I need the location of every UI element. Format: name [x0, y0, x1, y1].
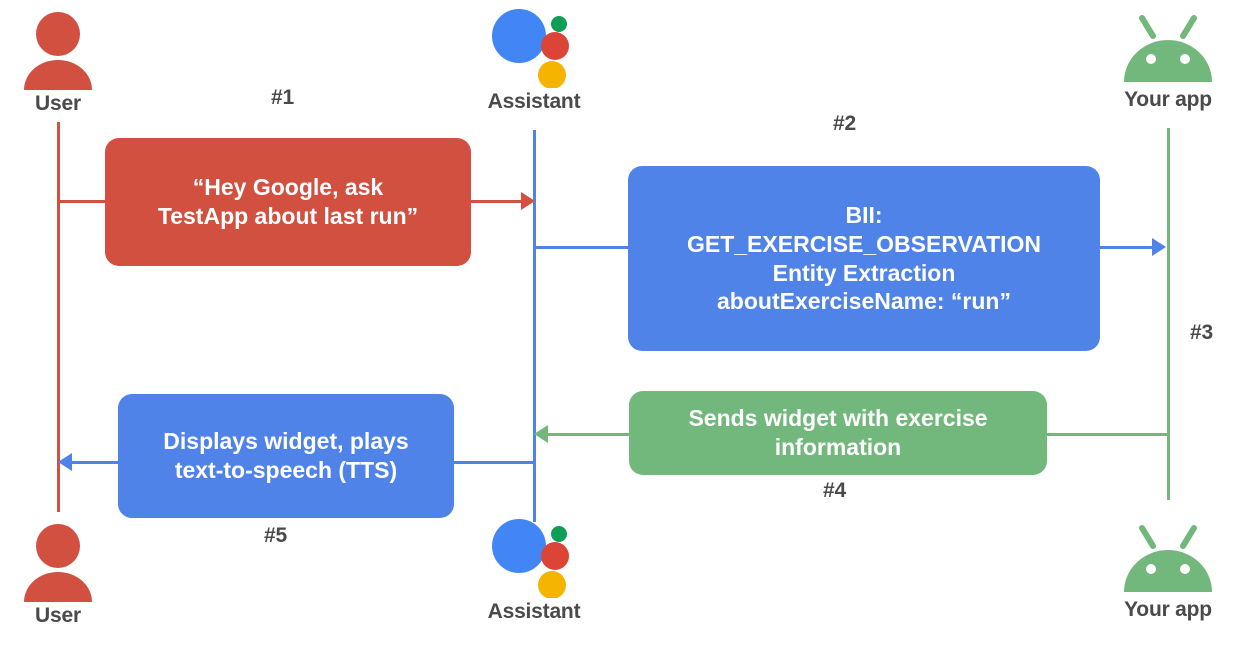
actor-app-bottom: Your app: [1088, 522, 1244, 620]
message-box-2-line-1: BII:: [845, 201, 883, 228]
actor-label-assistant-top: Assistant: [487, 90, 581, 113]
connector-4-arrowhead: [534, 425, 548, 443]
actor-label-assistant-bottom: Assistant: [487, 600, 581, 623]
actor-app-top: Your app: [1088, 12, 1244, 110]
step-label-5: #5: [264, 524, 287, 547]
lifeline-app: [1167, 128, 1170, 500]
person-icon: [22, 524, 94, 602]
connector-1-arrowhead: [521, 192, 535, 210]
actor-label-user-bottom: User: [35, 604, 81, 627]
android-robot-icon: [1120, 12, 1216, 86]
message-box-4-line-1: Sends widget with exercise: [688, 405, 988, 432]
connector-2-line: [533, 246, 630, 249]
android-robot-icon: [1120, 522, 1216, 596]
google-assistant-icon: [487, 8, 581, 88]
connector-1-line: [57, 200, 107, 203]
message-box-2-line-3: Entity Extraction: [772, 259, 956, 286]
actor-label-app-top: Your app: [1124, 88, 1212, 111]
connector-1-arrow-line: [469, 200, 525, 203]
message-box-1: “Hey Google, ask TestApp about last run”: [105, 138, 471, 266]
message-box-1-line-1: “Hey Google, ask: [192, 174, 384, 201]
step-label-4: #4: [823, 479, 846, 502]
step-label-2: #2: [833, 112, 856, 135]
connector-2-arrowhead: [1152, 238, 1166, 256]
message-box-5-line-1: Displays widget, plays: [163, 428, 409, 455]
lifeline-user: [57, 122, 60, 512]
actor-assistant-bottom: Assistant: [454, 518, 614, 622]
actor-assistant-top: Assistant: [454, 8, 614, 112]
message-box-4-line-2: information: [774, 434, 902, 460]
message-box-2: BII: GET_EXERCISE_OBSERVATION Entity Ext…: [628, 166, 1100, 351]
message-box-2-line-2: GET_EXERCISE_OBSERVATION: [686, 230, 1042, 257]
step-label-3: #3: [1190, 321, 1213, 344]
message-box-5-line-2: text-to-speech (TTS): [174, 457, 398, 483]
connector-5-line: [452, 461, 536, 464]
actor-label-user-top: User: [35, 92, 81, 115]
connector-4-arrow-line: [548, 433, 632, 436]
connector-5-arrow-line: [72, 461, 120, 464]
actor-label-app-bottom: Your app: [1124, 598, 1212, 621]
message-box-2-line-4: aboutExerciseName: “run”: [717, 288, 1011, 315]
message-box-1-line-2: TestApp about last run”: [157, 203, 419, 229]
connector-5-arrowhead: [58, 453, 72, 471]
actor-user-bottom: User: [0, 524, 138, 626]
google-assistant-icon: [487, 518, 581, 598]
actor-user-top: User: [0, 12, 138, 114]
step-label-1: #1: [271, 86, 294, 109]
person-icon: [22, 12, 94, 90]
connector-4-line: [1046, 433, 1168, 436]
lifeline-assistant: [533, 130, 536, 522]
message-box-5: Displays widget, plays text-to-speech (T…: [118, 394, 454, 518]
connector-2-arrow-line: [1098, 246, 1156, 249]
message-box-4: Sends widget with exercise information: [629, 391, 1047, 475]
